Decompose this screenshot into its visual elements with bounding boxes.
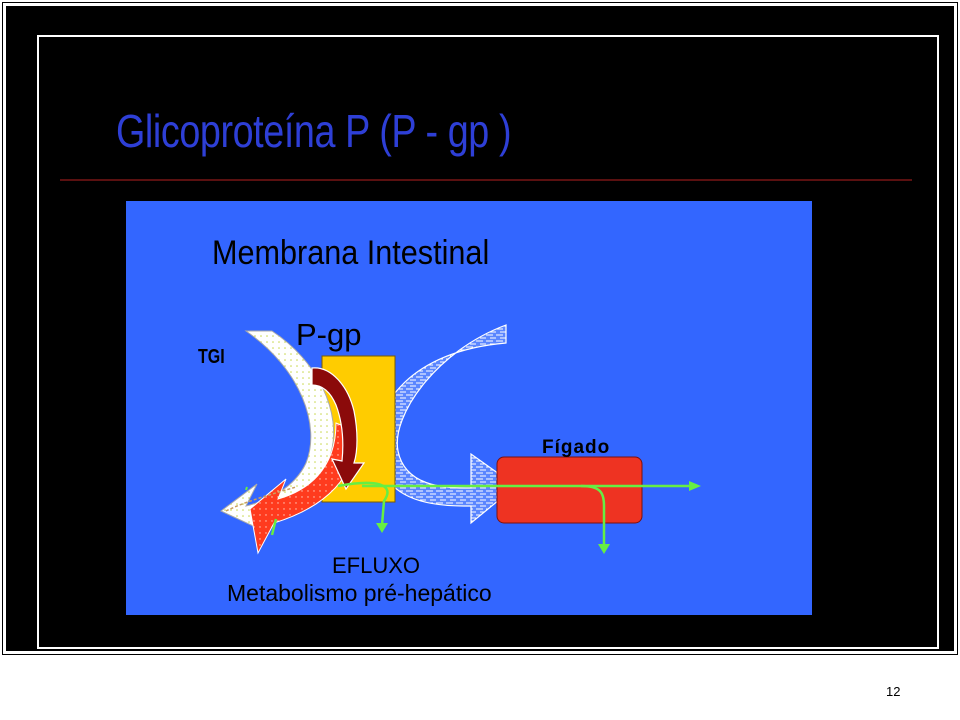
flow-line-tgi <box>270 518 278 536</box>
pgp-efflux-arrow <box>311 367 366 491</box>
panel-background <box>126 201 812 615</box>
page-number: 12 <box>886 684 901 699</box>
flow-arrowhead-liver-exit <box>598 544 610 554</box>
flow-line-liver-exit <box>580 484 606 546</box>
diagram-graphics <box>126 201 812 615</box>
liver-label: Fígado <box>542 437 611 458</box>
flow-line-metabolite <box>245 486 248 491</box>
pgp-label: P-gp <box>296 317 362 352</box>
liver-shape <box>496 456 643 524</box>
flow-arrowhead-to-liver <box>689 481 701 491</box>
slide-inner-border <box>37 35 939 649</box>
tgi-label: TGI <box>198 346 225 368</box>
flow-arrowhead-drug <box>376 523 388 533</box>
metabolism-label: Metabolismo pré-hepático <box>227 580 492 606</box>
metabolite-trail <box>225 486 297 512</box>
slide-title: Glicoproteína P (P - gp ) <box>116 105 512 157</box>
title-divider <box>60 179 912 181</box>
membrane-label: Membrana Intestinal <box>212 234 490 272</box>
efflux-label: EFLUXO <box>332 553 421 578</box>
diagram-panel: Membrana Intestinal TGI P-gp Fígado EFLU… <box>126 201 812 615</box>
